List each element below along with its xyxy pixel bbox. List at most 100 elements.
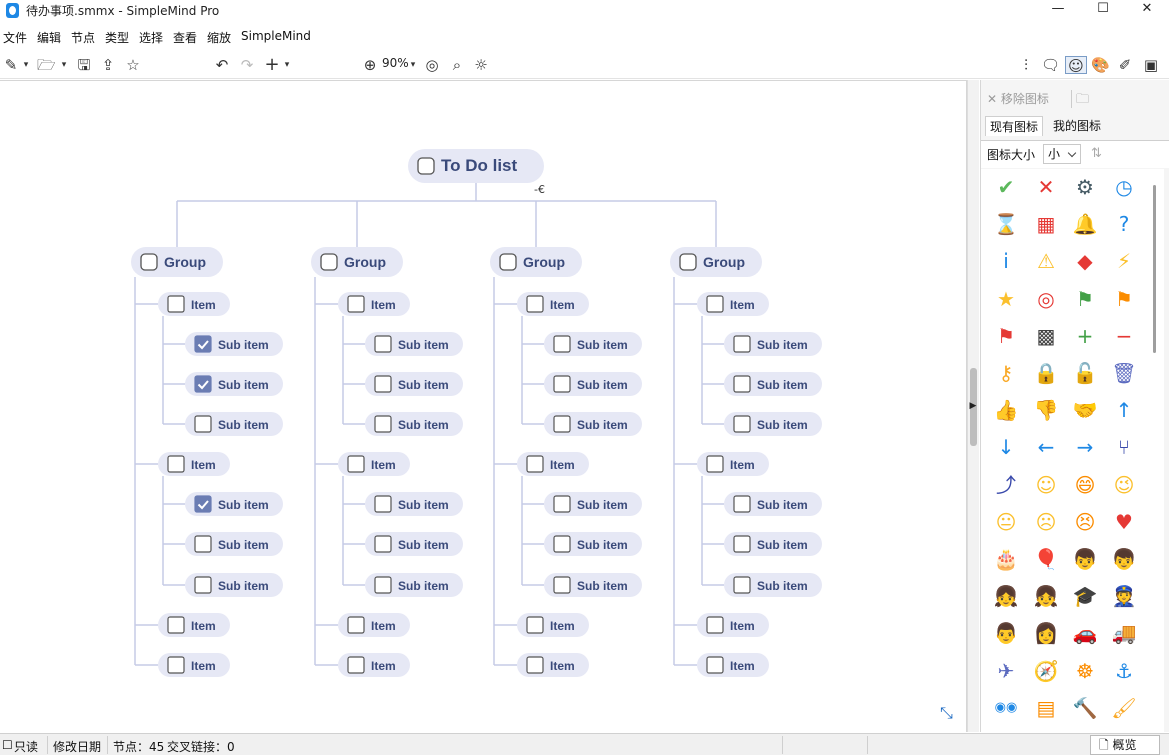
expand-icon[interactable]: ⤡ xyxy=(940,703,953,722)
subitem-node[interactable]: Sub item xyxy=(185,332,283,356)
tab-current-icons[interactable]: 现有图标 xyxy=(985,116,1044,136)
neutral-face-icon[interactable]: 😐 xyxy=(995,509,1017,534)
item-node[interactable]: Item xyxy=(158,653,230,677)
bell-icon[interactable]: 🔔 xyxy=(1072,212,1098,237)
checkbox[interactable] xyxy=(347,455,365,473)
angry-face-icon[interactable]: 😣 xyxy=(1074,509,1096,534)
airplane-icon[interactable]: ✈ xyxy=(997,658,1015,683)
subitem-node[interactable]: Sub item xyxy=(365,492,463,516)
minus-icon[interactable]: − xyxy=(1115,323,1133,348)
group-node[interactable]: Group xyxy=(490,247,582,277)
group-node[interactable]: Group xyxy=(131,247,223,277)
checkbox[interactable] xyxy=(706,656,724,674)
subitem-node[interactable]: Sub item xyxy=(724,492,822,516)
item-node[interactable]: Item xyxy=(517,292,589,316)
item-node[interactable]: Item xyxy=(697,452,769,476)
undo-icon[interactable]: ↶ xyxy=(215,56,229,74)
checkbox[interactable] xyxy=(706,455,724,473)
checkbox[interactable] xyxy=(553,576,571,594)
checkbox[interactable] xyxy=(194,535,212,553)
redo-icon[interactable]: ↷ xyxy=(240,56,254,74)
new-file-icon[interactable]: ✎ xyxy=(4,56,18,74)
subitem-node[interactable]: Sub item xyxy=(544,532,642,556)
checkbox[interactable] xyxy=(526,295,544,313)
subitem-node[interactable]: Sub item xyxy=(724,412,822,436)
key-icon[interactable]: ⚷ xyxy=(998,361,1014,385)
compass-icon[interactable]: 🧭 xyxy=(1033,658,1059,683)
checkbox[interactable] xyxy=(706,295,724,313)
zoom-level[interactable]: 90% xyxy=(382,56,409,70)
subitem-node[interactable]: Sub item xyxy=(544,332,642,356)
group-node[interactable]: Group xyxy=(311,247,403,277)
subitem-node[interactable]: Sub item xyxy=(365,532,463,556)
subitem-node[interactable]: Sub item xyxy=(185,412,283,436)
split-icon[interactable]: ⤴ xyxy=(996,472,1016,497)
police-icon[interactable]: 👮 xyxy=(1111,584,1137,609)
menu-node[interactable]: 节点 xyxy=(71,31,96,45)
heart-icon[interactable]: ♥ xyxy=(1115,509,1133,534)
group-node[interactable]: Group xyxy=(670,247,762,277)
checkbox[interactable] xyxy=(347,616,365,634)
thumbs-up-icon[interactable]: 👍 xyxy=(993,398,1019,423)
checkbox[interactable] xyxy=(374,495,392,513)
hourglass-icon[interactable]: ⌛ xyxy=(993,212,1019,237)
subitem-node[interactable]: Sub item xyxy=(724,532,822,556)
share-icon[interactable]: ⇪ xyxy=(101,56,115,74)
checkbox[interactable] xyxy=(194,576,212,594)
checkbox[interactable] xyxy=(553,535,571,553)
unlock-icon[interactable]: 🔓 xyxy=(1072,361,1098,385)
grin-icon[interactable]: 😄 xyxy=(1074,472,1096,497)
calendar-icon[interactable]: ▦ xyxy=(1036,212,1056,237)
subitem-node[interactable]: Sub item xyxy=(185,532,283,556)
vertical-scrollbar[interactable] xyxy=(967,80,979,732)
car-icon[interactable]: 🚗 xyxy=(1072,621,1098,646)
orange-flag-icon[interactable]: ⚑ xyxy=(1115,286,1133,311)
subitem-node[interactable]: Sub item xyxy=(365,573,463,597)
checkbox[interactable] xyxy=(553,415,571,433)
add-dropdown-icon[interactable]: ▾ xyxy=(284,60,290,70)
menu-file[interactable]: 文件 xyxy=(3,31,28,45)
overview-button[interactable]: 🗋 概览 xyxy=(1090,735,1160,755)
checkbox[interactable] xyxy=(526,616,544,634)
helm-icon[interactable]: ☸ xyxy=(1076,658,1094,683)
lightning-icon[interactable]: ⚡ xyxy=(1116,249,1132,274)
girl-dark-icon[interactable]: 👧 xyxy=(1033,584,1059,609)
folder-icon[interactable]: 🗀 xyxy=(1071,90,1089,108)
save-icon[interactable]: 🖫 xyxy=(77,56,91,74)
checkbox[interactable] xyxy=(347,295,365,313)
checkbox[interactable] xyxy=(374,415,392,433)
subitem-node[interactable]: Sub item xyxy=(544,492,642,516)
menu-type[interactable]: 类型 xyxy=(105,31,130,45)
tab-my-icons[interactable]: 我的图标 xyxy=(1053,119,1102,133)
close-button[interactable]: ✕ xyxy=(1141,1,1153,16)
arrow-up-icon[interactable]: ↑ xyxy=(1115,398,1133,423)
menu-simplemind[interactable]: SimpleMind xyxy=(241,29,311,43)
lock-icon[interactable]: 🔒 xyxy=(1033,361,1059,385)
subitem-node[interactable]: Sub item xyxy=(365,372,463,396)
palette-icon[interactable]: 🎨 xyxy=(1091,56,1110,74)
checkbox[interactable] xyxy=(553,495,571,513)
boy-dark-icon[interactable]: 👦 xyxy=(1111,547,1137,571)
checked-checkbox[interactable] xyxy=(194,495,212,513)
balloon-icon[interactable]: 🎈 xyxy=(1033,547,1059,571)
star-icon[interactable]: ★ xyxy=(997,286,1015,311)
smile-icon[interactable]: ☺ xyxy=(1035,472,1057,497)
hammer-icon[interactable]: 🔨 xyxy=(1072,695,1098,720)
menu-edit[interactable]: 编辑 xyxy=(37,31,62,45)
checkbox[interactable] xyxy=(733,576,751,594)
subitem-node[interactable]: Sub item xyxy=(544,372,642,396)
checkbox[interactable] xyxy=(374,576,392,594)
checkered-flag-icon[interactable]: ▩ xyxy=(1036,323,1056,348)
error-icon[interactable]: ◆ xyxy=(1077,249,1093,274)
checkbox[interactable] xyxy=(347,656,365,674)
icon-size-select[interactable]: 小 xyxy=(1043,144,1081,164)
checkbox[interactable] xyxy=(526,455,544,473)
checkbox[interactable] xyxy=(167,455,185,473)
checkbox[interactable] xyxy=(374,375,392,393)
collapse-icon[interactable]: -€ xyxy=(534,183,545,196)
info-icon[interactable]: i xyxy=(1003,249,1009,274)
item-node[interactable]: Item xyxy=(697,653,769,677)
checkbox[interactable] xyxy=(553,335,571,353)
item-node[interactable]: Item xyxy=(158,452,230,476)
